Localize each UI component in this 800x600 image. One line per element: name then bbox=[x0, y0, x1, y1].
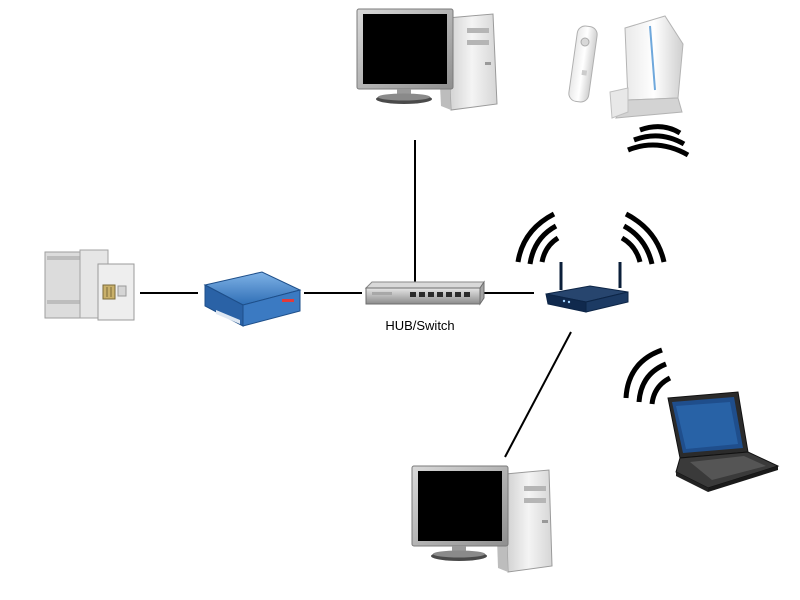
wireless-router-icon bbox=[545, 262, 629, 313]
network-switch-icon bbox=[364, 280, 485, 306]
modem bbox=[203, 271, 302, 327]
modem-icon bbox=[203, 271, 302, 327]
wifi-signal-icon bbox=[620, 211, 667, 265]
link-router-desktop-bottom bbox=[504, 331, 572, 458]
desktop-computer-icon bbox=[411, 465, 553, 573]
phone-wall-jack-icon bbox=[44, 249, 135, 321]
wifi-signal-icon bbox=[627, 124, 690, 158]
laptop bbox=[623, 347, 780, 492]
desktop-computer-bottom bbox=[411, 465, 553, 573]
desktop-computer-top bbox=[356, 8, 498, 111]
desktop-computer-icon bbox=[356, 8, 498, 111]
wifi-signal-icon bbox=[515, 211, 560, 265]
laptop-icon bbox=[667, 391, 780, 492]
game-console bbox=[568, 15, 690, 158]
wireless-router bbox=[515, 211, 667, 313]
game-console-icon bbox=[568, 15, 684, 119]
network-switch bbox=[364, 280, 485, 306]
phone-wall-jack bbox=[44, 249, 135, 321]
hub-switch-label: HUB/Switch bbox=[385, 318, 455, 333]
wifi-signal-icon bbox=[623, 347, 672, 405]
